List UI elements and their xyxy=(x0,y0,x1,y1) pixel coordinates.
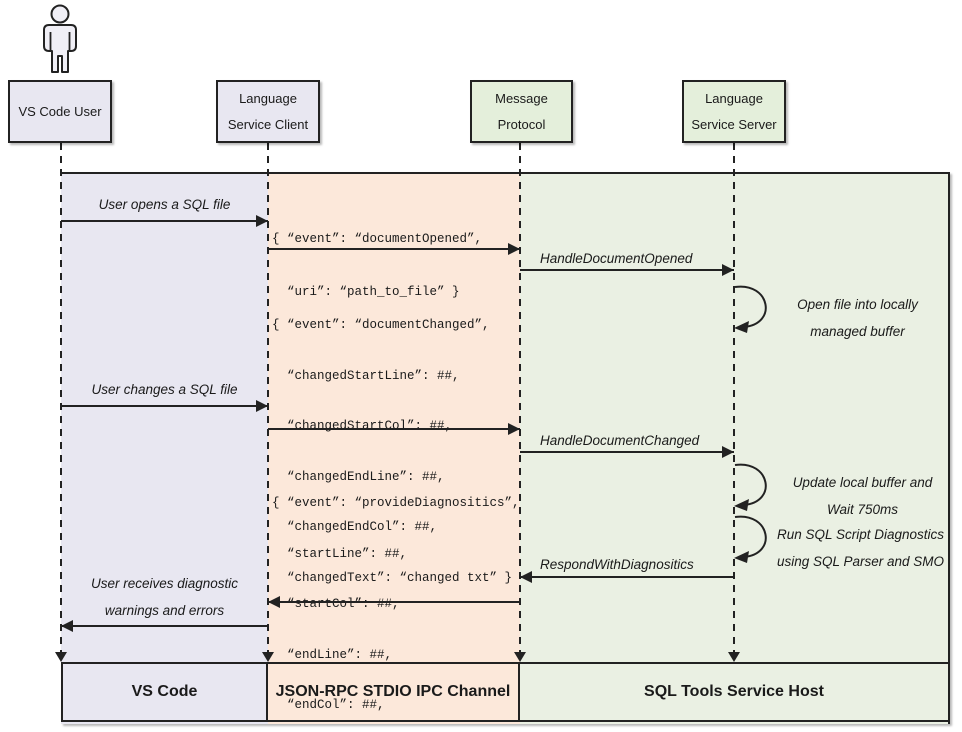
lifeline-message-protocol xyxy=(519,143,521,652)
arrow-provide-diagnostics xyxy=(268,596,520,608)
arrow-user-changes-sql-file xyxy=(61,400,268,412)
arrowhead-right xyxy=(722,264,734,276)
json-provide-diagnostics: { “event”: “provideDiagnositics”, “start… xyxy=(272,496,520,712)
lifeline-vscode-user xyxy=(60,143,62,652)
header-label: Language xyxy=(705,90,763,106)
header-label: Message xyxy=(495,90,548,106)
user-actor-icon xyxy=(43,4,77,73)
arrow-user-receives-diagnostics xyxy=(61,620,268,632)
lifeline-end-arrow xyxy=(728,652,740,662)
label-respond-with-diagnostics: RespondWithDiagnositics xyxy=(540,557,694,572)
lifeline-end-arrow xyxy=(55,652,67,662)
arrow-respond-with-diagnostics xyxy=(520,571,734,583)
header-box-language-service-client: Language Service Client xyxy=(216,80,320,143)
label-user-receives-diagnostics: User receives diagnostic warnings and er… xyxy=(90,576,239,618)
footer-json-rpc-channel: JSON-RPC STDIO IPC Channel xyxy=(268,662,520,722)
label-open-buffer: Open file into locally managed buffer xyxy=(797,297,918,339)
label-handle-document-opened: HandleDocumentOpened xyxy=(540,251,693,266)
arrowhead-right xyxy=(256,215,268,227)
header-label: Language xyxy=(239,90,297,106)
channel-column xyxy=(268,174,520,724)
arrow-user-opens-sql-file xyxy=(61,215,268,227)
label-run-diagnostics: Run SQL Script Diagnostics using SQL Par… xyxy=(776,527,945,569)
footer-row: VS Code JSON-RPC STDIO IPC Channel SQL T… xyxy=(61,662,950,722)
arrowhead-right xyxy=(508,243,520,255)
lifeline-language-service-client xyxy=(267,143,269,652)
header-label: VS Code User xyxy=(18,103,102,119)
label-user-changes-sql-file: User changes a SQL file xyxy=(91,382,238,397)
arrowhead-left xyxy=(268,596,280,608)
arrowhead-right xyxy=(722,446,734,458)
lifeline-language-service-server xyxy=(733,143,735,652)
header-box-language-service-server: Language Service Server xyxy=(682,80,786,143)
label-user-opens-sql-file: User opens a SQL file xyxy=(98,197,231,212)
header-label: Service Server xyxy=(691,116,777,132)
vscode-column xyxy=(61,174,268,724)
footer-vscode: VS Code xyxy=(61,662,268,722)
self-loop-update-buffer xyxy=(734,463,767,511)
header-box-vscode-user: VS Code User xyxy=(8,80,112,143)
self-loop-run-diagnostics xyxy=(734,515,767,563)
arrowhead-left xyxy=(520,571,532,583)
arrowhead-right xyxy=(256,400,268,412)
arrowhead-right xyxy=(508,423,520,435)
arrow-document-opened xyxy=(268,243,520,255)
self-loop-open-buffer xyxy=(734,285,767,333)
header-label: Service Client xyxy=(227,116,309,132)
arrow-handle-document-opened xyxy=(520,264,734,276)
label-update-buffer: Update local buffer and Wait 750ms xyxy=(792,475,933,517)
arrowhead-left xyxy=(61,620,73,632)
header-label: Protocol xyxy=(497,116,546,132)
arrow-document-changed xyxy=(268,423,520,435)
arrow-handle-document-changed xyxy=(520,446,734,458)
header-box-message-protocol: Message Protocol xyxy=(470,80,573,143)
json-document-changed: { “event”: “documentChanged”, “changedSt… xyxy=(272,318,513,585)
footer-sql-tools-service-host: SQL Tools Service Host xyxy=(520,662,950,722)
json-document-opened: { “event”: “documentOpened”, “uri”: “pat… xyxy=(272,232,483,299)
lifeline-end-arrow xyxy=(262,652,274,662)
label-handle-document-changed: HandleDocumentChanged xyxy=(540,433,700,448)
lifeline-end-arrow xyxy=(514,652,526,662)
